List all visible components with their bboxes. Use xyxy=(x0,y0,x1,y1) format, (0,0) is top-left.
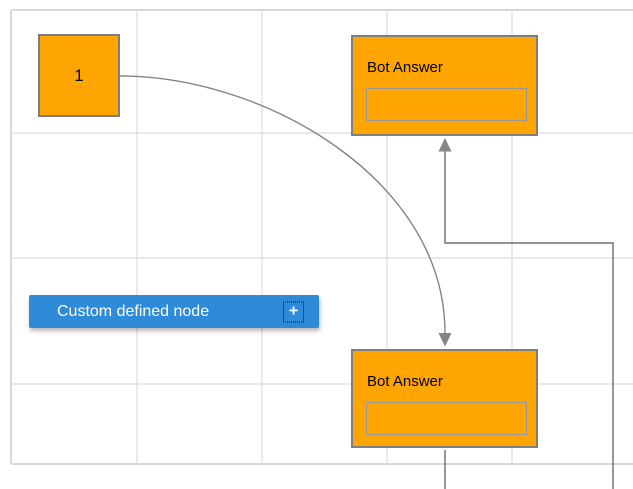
connector-orthogonal-path[interactable] xyxy=(444,151,614,489)
node-title: Bot Answer xyxy=(367,373,443,390)
node-bot-answer-bottom[interactable]: Bot Answer xyxy=(351,349,538,448)
add-node-button[interactable]: + xyxy=(283,301,304,322)
bot-answer-field[interactable] xyxy=(366,402,527,435)
arrowhead-up-icon xyxy=(438,138,452,152)
bot-answer-field[interactable] xyxy=(366,88,527,121)
custom-node-label: Custom defined node xyxy=(57,302,210,320)
node-start-label: 1 xyxy=(74,65,84,85)
custom-defined-node[interactable]: Custom defined node + xyxy=(29,295,319,328)
node-bot-answer-top[interactable]: Bot Answer xyxy=(351,35,538,136)
connector-bezier-path[interactable] xyxy=(119,75,446,334)
arrowhead-down-icon xyxy=(438,333,452,347)
node-title: Bot Answer xyxy=(367,59,443,76)
connector-orthogonal-into-top-bot-answer[interactable] xyxy=(438,138,614,489)
node-start[interactable]: 1 xyxy=(38,34,120,117)
connector-bezier-start-to-bottom-bot-answer[interactable] xyxy=(119,75,452,347)
